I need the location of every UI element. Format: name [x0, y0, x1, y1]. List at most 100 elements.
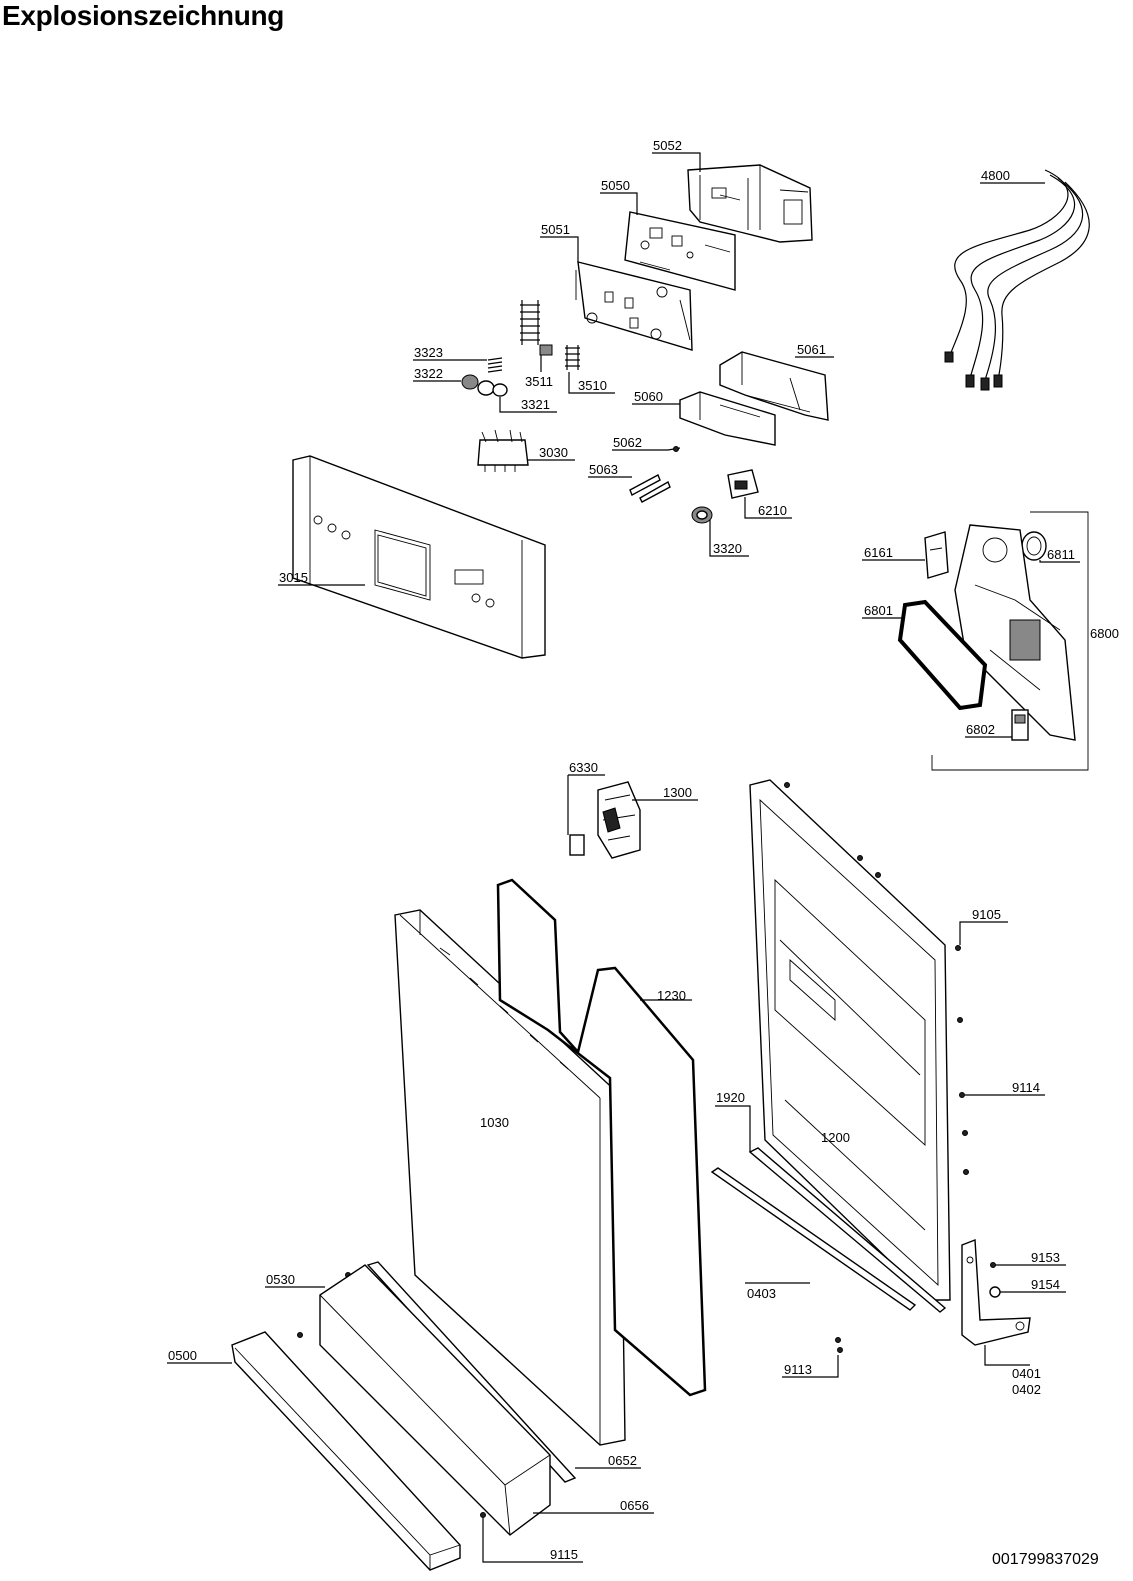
- label-3321: 3321: [499, 397, 557, 413]
- svg-text:3320: 3320: [713, 541, 742, 556]
- part-3322-knob: [461, 374, 479, 390]
- svg-text:9153: 9153: [1031, 1250, 1060, 1265]
- label-6800: 6800: [1090, 626, 1119, 641]
- svg-text:3015: 3015: [279, 570, 308, 585]
- label-9154: 9154: [1000, 1277, 1066, 1293]
- part-5063-screws: [629, 474, 671, 503]
- part-3320-knob: [691, 506, 713, 524]
- label-4800: 4800: [980, 168, 1045, 184]
- part-4800-cable-harness: [944, 169, 1090, 391]
- page-title: Explosionszeichnung: [2, 0, 285, 31]
- label-9105: 9105: [959, 907, 1008, 945]
- part-1920-strip: [748, 1147, 947, 1313]
- label-0401: 0401: [984, 1345, 1041, 1381]
- svg-text:0403: 0403: [747, 1286, 776, 1301]
- svg-text:3030: 3030: [539, 445, 568, 460]
- part-3321-knob-cap: [477, 380, 508, 397]
- part-5052-bracket: [687, 164, 813, 243]
- svg-text:5060: 5060: [634, 389, 663, 404]
- label-5060: 5060: [632, 389, 680, 405]
- part-6802-sensor: [1011, 709, 1029, 741]
- part-6330-microswitch: [569, 834, 585, 856]
- part-6811-ring: [1021, 531, 1047, 561]
- svg-text:6330: 6330: [569, 760, 598, 775]
- label-6802: 6802: [965, 722, 1012, 738]
- label-1230: 1230: [640, 988, 692, 1003]
- label-0652: 0652: [575, 1453, 641, 1469]
- label-0530: 0530: [265, 1272, 325, 1288]
- label-6811: 6811: [1039, 547, 1080, 563]
- label-9113: 9113: [782, 1355, 839, 1378]
- document-number: 001799837029: [992, 1551, 1099, 1568]
- label-6801: 6801: [862, 603, 905, 619]
- svg-text:6802: 6802: [966, 722, 995, 737]
- part-5050-board: [624, 211, 736, 291]
- svg-text:0500: 0500: [168, 1348, 197, 1363]
- label-3322: 3322: [413, 366, 461, 382]
- label-0500: 0500: [167, 1348, 232, 1364]
- svg-text:5062: 5062: [613, 435, 642, 450]
- svg-text:0652: 0652: [608, 1453, 637, 1468]
- label-1920: 1920: [715, 1090, 751, 1152]
- label-1300: 1300: [632, 785, 698, 801]
- svg-text:5052: 5052: [653, 138, 682, 153]
- svg-text:1200: 1200: [821, 1130, 850, 1145]
- label-5050: 5050: [600, 178, 638, 215]
- label-0656: 0656: [533, 1498, 654, 1514]
- label-5063: 5063: [588, 462, 632, 478]
- label-5062: 5062: [612, 435, 668, 451]
- part-3030-clip: [477, 429, 529, 472]
- part-5061-housing: [719, 351, 829, 421]
- svg-text:9154: 9154: [1031, 1277, 1060, 1292]
- svg-text:1300: 1300: [663, 785, 692, 800]
- label-5051: 5051: [540, 222, 579, 262]
- part-3015-control-panel: [292, 455, 546, 659]
- svg-text:9105: 9105: [972, 907, 1001, 922]
- part-6801-gasket: [897, 599, 988, 711]
- svg-text:0401: 0401: [1012, 1366, 1041, 1381]
- label-6210: 6210: [744, 497, 792, 519]
- svg-text:3510: 3510: [578, 378, 607, 393]
- part-5051-carrier: [575, 261, 693, 351]
- svg-text:1030: 1030: [480, 1115, 509, 1130]
- svg-text:0656: 0656: [620, 1498, 649, 1513]
- svg-text:9114: 9114: [1012, 1080, 1040, 1095]
- svg-text:0402: 0402: [1012, 1382, 1041, 1397]
- svg-text:3323: 3323: [414, 345, 443, 360]
- part-6800-dosing-unit: [954, 524, 1076, 741]
- svg-text:1920: 1920: [716, 1090, 745, 1105]
- svg-text:5051: 5051: [541, 222, 570, 237]
- svg-text:5063: 5063: [589, 462, 618, 477]
- svg-text:1230: 1230: [657, 988, 686, 1003]
- svg-text:3322: 3322: [414, 366, 443, 381]
- svg-text:9113: 9113: [784, 1362, 812, 1377]
- part-1200-inner-door: [749, 779, 951, 1301]
- part-0403-seal: [710, 1167, 917, 1311]
- part-9154-washer: [989, 1286, 1001, 1298]
- part-3510-contacts: [565, 345, 580, 370]
- label-5061: 5061: [795, 342, 834, 358]
- part-6210-switch: [727, 469, 759, 499]
- label-9153: 9153: [995, 1250, 1066, 1266]
- label-1030: 1030: [480, 1115, 509, 1130]
- label-3015: 3015: [278, 570, 365, 586]
- svg-text:3511: 3511: [525, 374, 553, 389]
- part-1230-insulation: [496, 878, 707, 1397]
- label-0403: 0403: [745, 1282, 810, 1301]
- svg-text:9115: 9115: [550, 1547, 578, 1562]
- svg-text:6801: 6801: [864, 603, 893, 618]
- part-5062-screw: [667, 446, 681, 452]
- svg-text:5061: 5061: [797, 342, 826, 357]
- svg-text:6161: 6161: [864, 545, 893, 560]
- label-0402: 0402: [1012, 1382, 1041, 1397]
- part-6800-frame: [931, 511, 1089, 771]
- label-3511: 3511: [525, 355, 553, 389]
- svg-text:6811: 6811: [1047, 547, 1075, 562]
- label-6161: 6161: [862, 545, 925, 561]
- label-6330: 6330: [567, 760, 605, 835]
- svg-text:4800: 4800: [981, 168, 1010, 183]
- part-6161-plate: [924, 531, 949, 579]
- label-3323: 3323: [413, 345, 487, 361]
- part-1030-door-panel: [394, 909, 626, 1446]
